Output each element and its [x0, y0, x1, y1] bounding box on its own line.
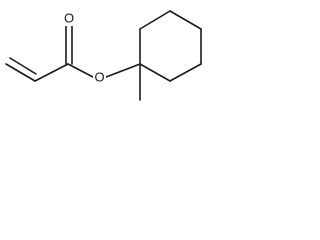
cyclohexane-ring — [139, 10, 202, 82]
vinyl-double-bond-a — [5, 63, 36, 82]
vinyl-double-bond-b — [9, 57, 37, 75]
ester-oxygen-to-ring-bond — [105, 63, 141, 78]
chemical-structure-diagram: O O — [5, 10, 202, 101]
carbonyl-to-ester-oxygen-bond — [67, 63, 94, 78]
carbonyl-group: O — [63, 11, 75, 65]
ester-linkage: O — [67, 63, 141, 85]
ring-bond-6 — [139, 63, 171, 82]
vinyl-to-carbonyl-bond — [34, 63, 69, 82]
ring-bond-2 — [139, 10, 171, 30]
vinyl-group — [5, 57, 69, 82]
carbonyl-oxygen-label: O — [64, 11, 74, 26]
ring-bond-5 — [169, 63, 202, 82]
ring-bond-3 — [169, 10, 202, 30]
ester-oxygen-label: O — [94, 70, 104, 85]
